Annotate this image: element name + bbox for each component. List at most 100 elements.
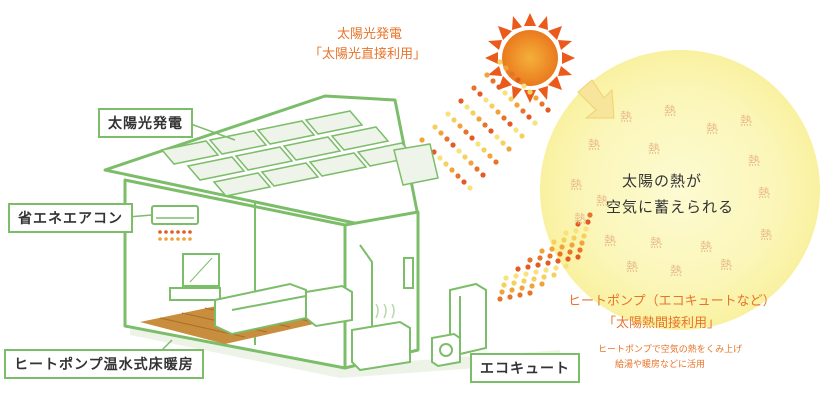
heat-ray-dot (527, 257, 533, 263)
sun-ray-dot (545, 107, 551, 113)
solar-panel-cell (282, 136, 342, 161)
sun-ray-dot (419, 137, 425, 143)
air-conditioner-icon (151, 205, 199, 225)
sun-ray-dot (532, 120, 538, 126)
heat-char: 熱 (758, 186, 771, 200)
heat-ray-dot (559, 244, 565, 250)
heat-ray-dot (563, 263, 569, 269)
sun-ray-dot (458, 98, 464, 104)
sun-ray-dot (449, 167, 455, 173)
heat-ray-dot (569, 242, 575, 248)
label-solar-power: 太陽光発電 (98, 108, 193, 138)
heat-ray-dot (565, 256, 571, 262)
bathtub-icon (351, 303, 411, 372)
heat-ray-dot (533, 269, 539, 275)
heat-ray-dot (553, 265, 559, 271)
solar-panel-cell (260, 162, 320, 187)
heat-ray-dot (515, 266, 521, 272)
sun-ray-dot (438, 130, 444, 136)
solar-panel-cell (330, 126, 390, 151)
sun-ray-dot (494, 134, 500, 140)
heat-ray-dot (537, 255, 543, 261)
sun-ray-dot (481, 147, 487, 153)
heat-char: 熱 (720, 258, 733, 272)
sun-ray-dot (457, 123, 463, 129)
sun-ray-dot (475, 141, 481, 147)
airflow-dot (188, 237, 192, 241)
heat-ray-dot (499, 289, 505, 295)
sun-ray-dot (455, 173, 461, 179)
sun-ray-dot (520, 108, 526, 114)
solar-panel-cell (234, 146, 294, 171)
sun-ray-dot (482, 122, 488, 128)
airflow-dot (158, 230, 162, 234)
sun-ray-dot (487, 153, 493, 159)
heat-ray-dot (535, 262, 541, 268)
heat-ray-dot (575, 254, 581, 260)
heat-ray-dot (571, 235, 577, 241)
heat-ray-dot (513, 273, 519, 279)
heat-char: 熱 (620, 110, 633, 124)
heatpump-title: ヒートポンプ（エコキュートなど） (568, 294, 776, 309)
heat-char: 熱 (700, 240, 713, 254)
sun-ray-dot (469, 135, 475, 141)
heat-ray-dot (545, 260, 551, 266)
sun-ray-dot (443, 161, 449, 167)
airflow-dot (164, 230, 168, 234)
heat-ray-dot (567, 249, 573, 255)
airflow-dot (158, 237, 162, 241)
heat-ray-dot (587, 212, 593, 218)
sun-ray-dot (474, 166, 480, 172)
sun-ray-dot (432, 124, 438, 130)
heat-ray-dot (503, 275, 509, 281)
heat-ray-dot (497, 296, 503, 302)
sun-ray-dot (488, 128, 494, 134)
sunlight-rays-to-roof (419, 59, 551, 191)
sun-ray-dot (497, 59, 503, 65)
heat-ray-dot (575, 221, 581, 227)
sun-ray-dot (456, 148, 462, 154)
heat-char: 熱 (570, 178, 583, 192)
airflow-dot (182, 237, 186, 241)
sun-ray-dot (507, 121, 513, 127)
heat-char: 熱 (664, 104, 677, 118)
airflow-dot (182, 230, 186, 234)
sun-ray-dot (513, 127, 519, 133)
sun-ray-dot (508, 96, 514, 102)
heat-ray-dot (511, 280, 517, 286)
heatpump-note-line2: 給湯や暖房などに活用 (615, 360, 706, 370)
heat-ray-dot (577, 247, 583, 253)
heat-ray-dot (555, 258, 561, 264)
aircon-airflow (158, 230, 192, 241)
indoor-panel (403, 257, 414, 289)
heat-ray-dot (529, 283, 535, 289)
heat-ray-dot (557, 251, 563, 257)
heat-ray-dot (517, 292, 523, 298)
airflow-dot (164, 237, 168, 241)
heat-char: 熱 (574, 212, 587, 226)
heat-ray-dot (583, 226, 589, 232)
heat-ray-dot (585, 219, 591, 225)
heat-stored-line2: 空気に蓄えられる (606, 198, 735, 216)
solar-panel-cell (308, 152, 368, 177)
heat-ray-dot (581, 233, 587, 239)
sun-ray-dot (493, 159, 499, 165)
label-ecocute: エコキュート (470, 353, 580, 383)
sun-ray-dot (500, 140, 506, 146)
sun-ray-dot (502, 90, 508, 96)
sun-ray-dot (471, 85, 477, 91)
tv-icon (169, 253, 221, 301)
sun-ray-dot (495, 109, 501, 115)
heat-ray-dot (523, 271, 529, 277)
heat-char: 熱 (588, 138, 601, 152)
sun-ray-dot (506, 146, 512, 152)
heat-ray-dot (573, 228, 579, 234)
label-floor-heating: ヒートポンプ温水式床暖房 (4, 349, 204, 379)
airflow-dot (176, 230, 180, 234)
heat-ray-dot (551, 239, 557, 245)
heat-char: 熱 (650, 236, 663, 250)
heat-char: 熱 (596, 194, 609, 208)
heat-char: 熱 (706, 122, 719, 136)
sun-ray-dot (470, 110, 476, 116)
